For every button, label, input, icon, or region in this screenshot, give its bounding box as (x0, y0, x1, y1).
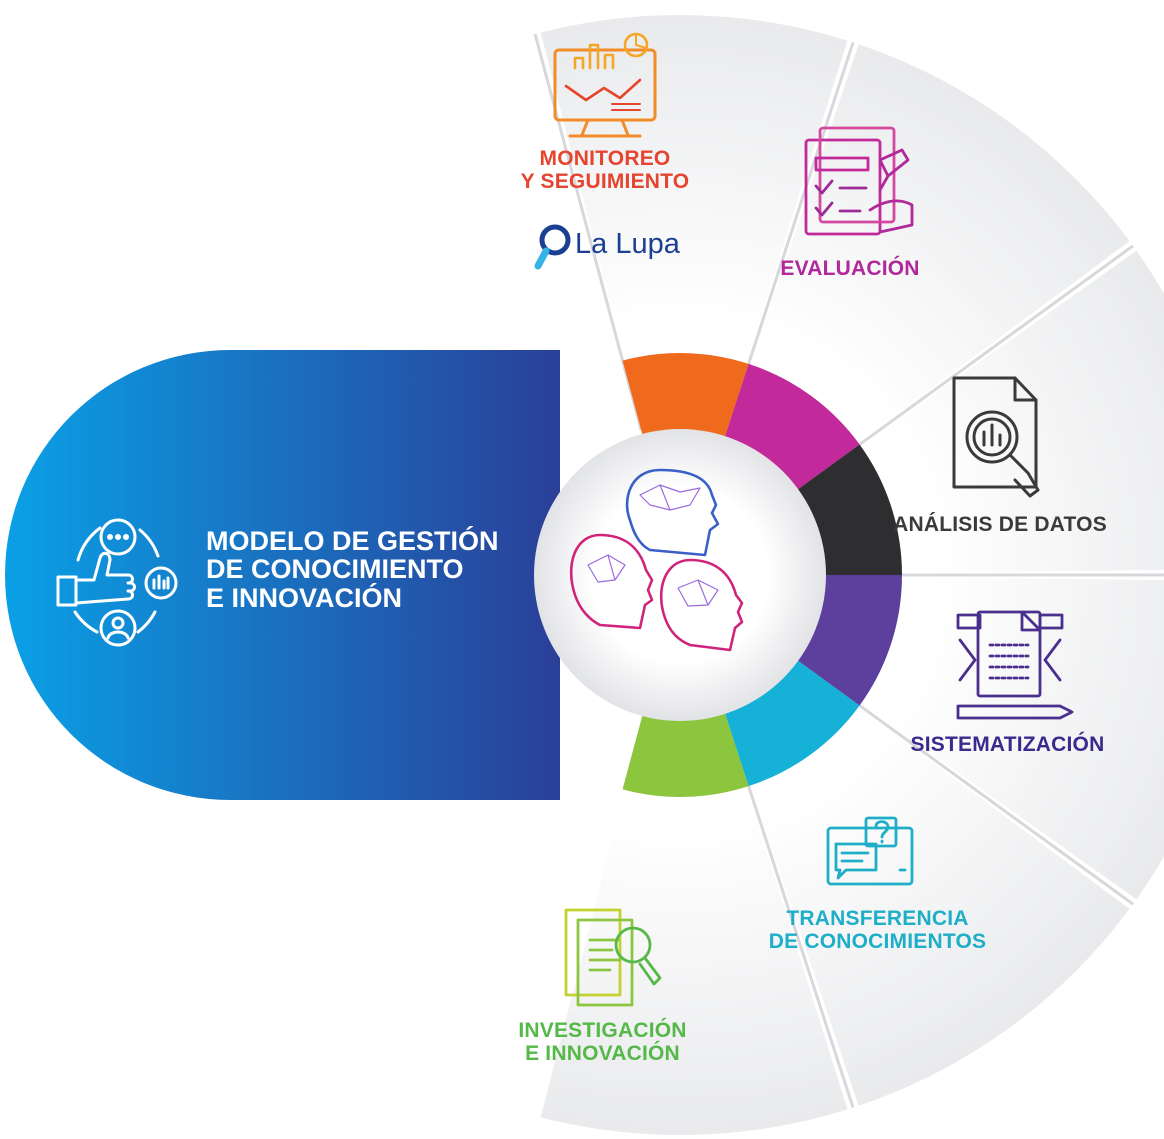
monitor-chart-icon (553, 32, 657, 138)
label-evaluacion: EVALUACIÓN (740, 257, 960, 281)
label-line: INVESTIGACIÓN (518, 1019, 687, 1042)
label-line: EVALUACIÓN (780, 257, 920, 280)
label-line: ANÁLISIS DE DATOS (893, 513, 1107, 536)
label-transferencia: TRANSFERENCIA DE CONOCIMIENTOS (735, 907, 1020, 953)
model-pill (5, 350, 560, 800)
model-title-line: MODELO DE GESTIÓN (206, 526, 499, 556)
la-lupa-logo-icon (534, 224, 571, 270)
ring-segment-transferencia (723, 657, 860, 787)
model-title: MODELO DE GESTIÓN DE CONOCIMIENTO E INNO… (206, 527, 499, 612)
brains-network-icon (569, 468, 744, 652)
label-line: DE CONOCIMIENTOS (768, 929, 987, 953)
fan-sector (727, 664, 1130, 1106)
research-magnifier-icon (564, 908, 662, 1007)
label-analisis: ANÁLISIS DE DATOS (860, 513, 1140, 537)
thumbs-up-cycle-icon (56, 518, 178, 647)
ring-segment-evaluacion (723, 363, 860, 493)
label-sistematizacion: SISTEMATIZACIÓN (875, 733, 1140, 757)
ring-segment-monitoreo (622, 353, 749, 442)
label-line: TRANSFERENCIA (786, 907, 969, 930)
label-line: MONITOREO (539, 147, 671, 170)
model-title-line: E INNOVACIÓN (206, 582, 403, 613)
model-title-line: DE CONOCIMIENTO (206, 554, 464, 585)
center-circle (534, 429, 826, 721)
label-line: Y SEGUIMIENTO (520, 169, 690, 193)
label-monitoreo: MONITOREO Y SEGUIMIENTO (480, 147, 730, 193)
fan-divider (533, 33, 643, 431)
chat-screen-icon (826, 816, 914, 886)
fan-sector (802, 576, 1164, 900)
label-line: E INNOVACIÓN (525, 1041, 680, 1065)
fan-background (533, 15, 1164, 1135)
document-magnifier-icon (952, 376, 1040, 498)
label-investigacion: INVESTIGACIÓN E INNOVACIÓN (480, 1019, 725, 1065)
la-lupa-logo: La Lupa (575, 228, 680, 260)
fan-sector (540, 718, 848, 1135)
document-gears-icon (956, 610, 1074, 720)
checklist-pen-icon (804, 126, 914, 236)
ring-segment-investigacion (622, 708, 749, 797)
fan-sector (802, 250, 1164, 574)
label-line: SISTEMATIZACIÓN (910, 733, 1105, 756)
fan-sector (727, 44, 1130, 486)
